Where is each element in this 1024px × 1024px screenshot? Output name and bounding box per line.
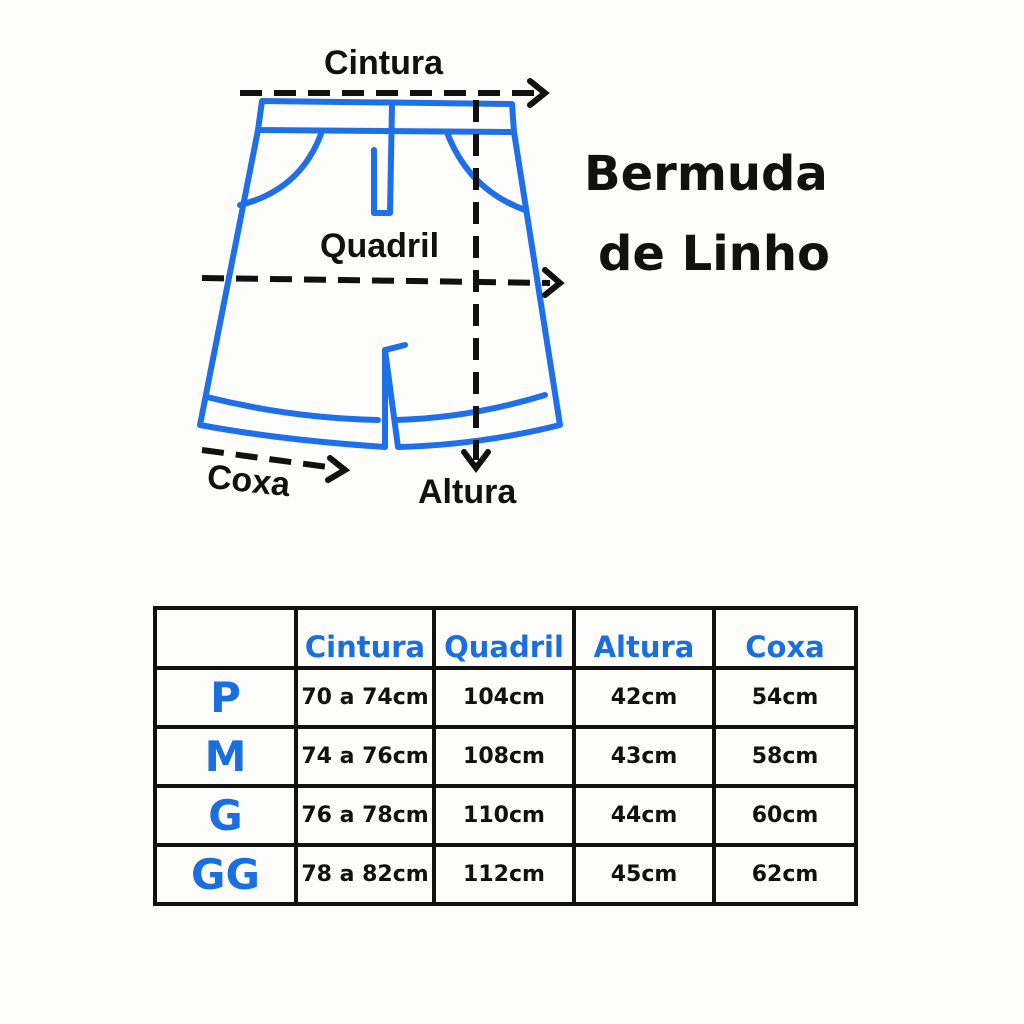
arrow-heads	[325, 78, 565, 483]
value-cell: 58cm	[712, 725, 858, 788]
header-cell	[153, 606, 298, 670]
value-cell: 76 a 78cm	[294, 784, 436, 847]
product-title-line1: Bermuda	[584, 146, 828, 202]
header-cell: Coxa	[712, 606, 858, 670]
value-cell: 60cm	[712, 784, 858, 847]
header-cell: Altura	[572, 606, 716, 670]
table-row: P 70 a 74cm 104cm 42cm 54cm	[153, 666, 858, 729]
height-label: Altura	[418, 473, 517, 511]
value-cell: 112cm	[432, 843, 576, 906]
hip-label: Quadril	[320, 227, 440, 265]
table-row: G 76 a 78cm 110cm 44cm 60cm	[153, 784, 858, 847]
value-cell: 110cm	[432, 784, 576, 847]
value-cell: 62cm	[712, 843, 858, 906]
table-row: M 74 a 76cm 108cm 43cm 58cm	[153, 725, 858, 788]
measure-arrows	[201, 90, 551, 471]
shorts-outline	[197, 98, 563, 450]
value-cell: 54cm	[712, 666, 858, 729]
value-cell: 104cm	[432, 666, 576, 729]
size-cell: GG	[153, 843, 298, 906]
size-cell: P	[153, 666, 298, 729]
waist-label: Cintura	[324, 44, 443, 82]
header-cell: Cintura	[294, 606, 436, 670]
product-title-line2: de Linho	[598, 226, 830, 282]
value-cell: 108cm	[432, 725, 576, 788]
size-cell: M	[153, 725, 298, 788]
value-cell: 43cm	[572, 725, 716, 788]
table-header-row: Cintura Quadril Altura Coxa	[153, 606, 858, 670]
shorts-diagram	[197, 78, 565, 483]
size-table: Cintura Quadril Altura Coxa P 70 a 74cm …	[153, 606, 858, 906]
size-cell: G	[153, 784, 298, 847]
table-row: GG 78 a 82cm 112cm 45cm 62cm	[153, 843, 858, 906]
value-cell: 74 a 76cm	[294, 725, 436, 788]
header-cell: Quadril	[432, 606, 576, 670]
value-cell: 78 a 82cm	[294, 843, 436, 906]
value-cell: 70 a 74cm	[294, 666, 436, 729]
value-cell: 45cm	[572, 843, 716, 906]
value-cell: 42cm	[572, 666, 716, 729]
value-cell: 44cm	[572, 784, 716, 847]
